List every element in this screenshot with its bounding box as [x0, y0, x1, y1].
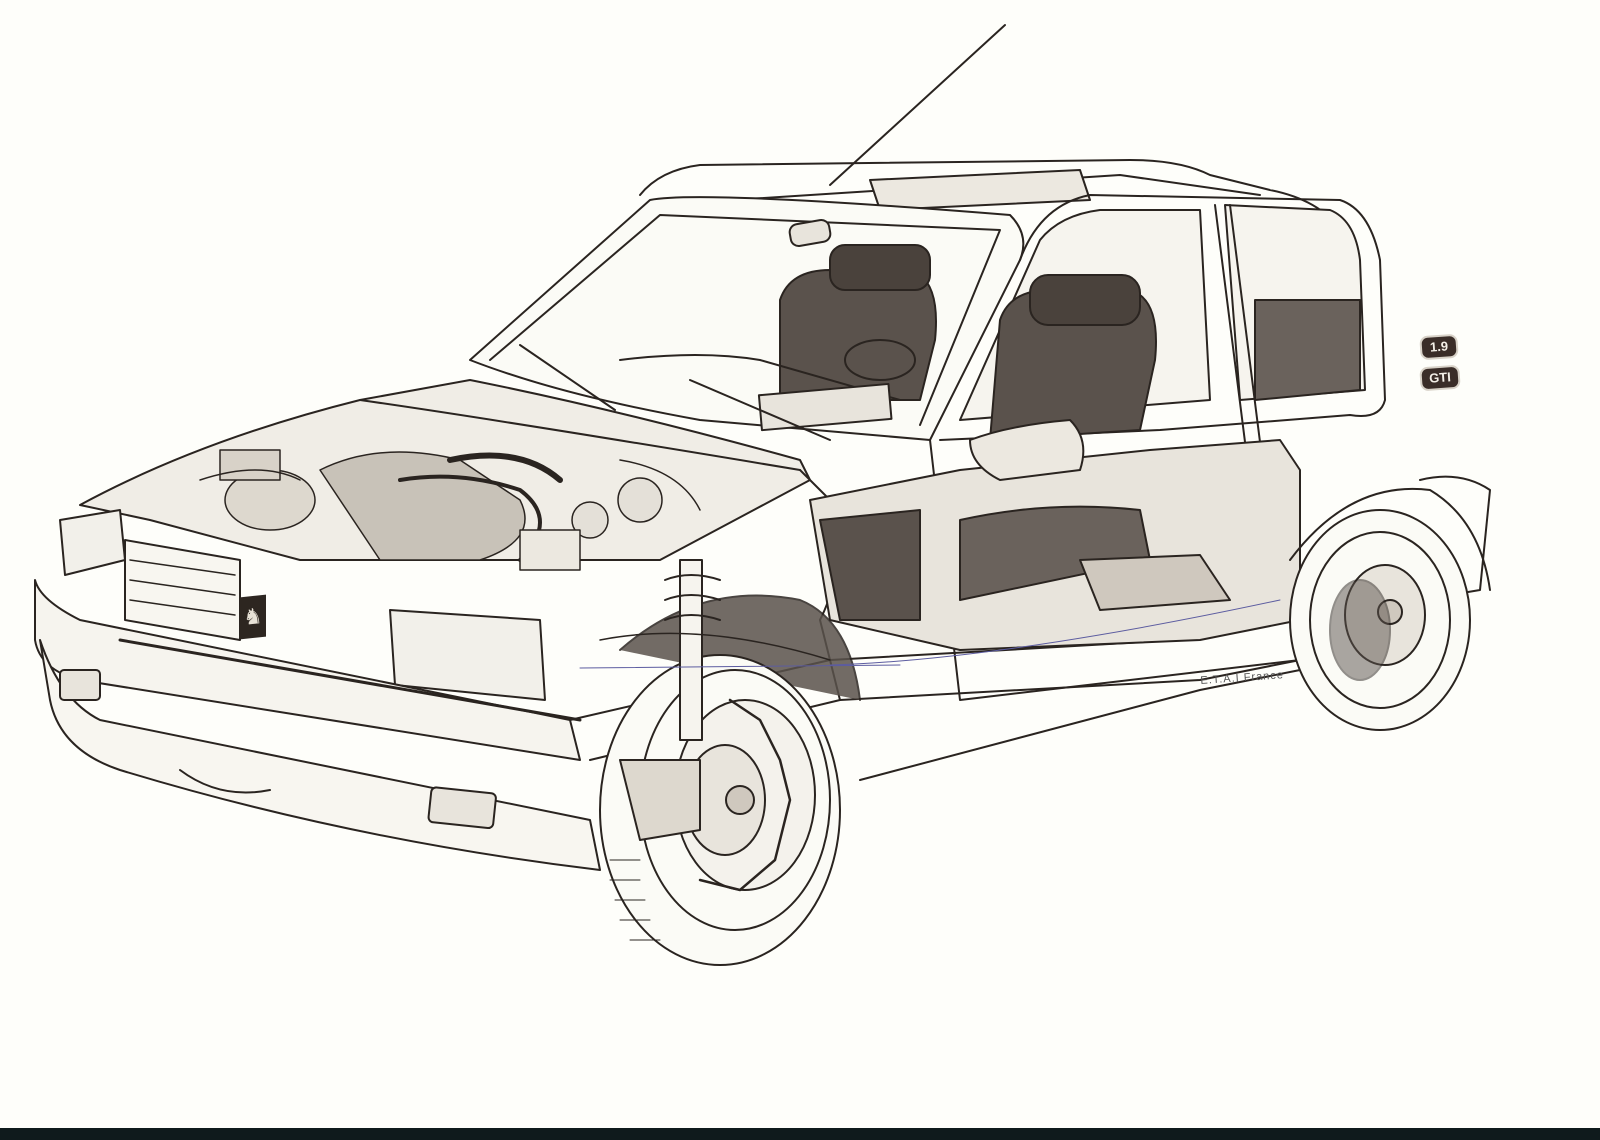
engine	[199, 449, 701, 571]
fog-light-left	[59, 669, 101, 701]
grille	[124, 539, 241, 641]
badge-engine-size: 1.9	[1419, 333, 1459, 361]
fog-light-right	[427, 786, 497, 830]
badge-gti: GTI	[1419, 364, 1461, 392]
lion-emblem-icon: ♞	[240, 594, 266, 640]
front-bumper	[34, 579, 581, 761]
antenna	[829, 24, 1006, 186]
headlight-right	[389, 609, 546, 701]
headlight-left	[59, 509, 126, 576]
bottom-border	[0, 1128, 1600, 1140]
rear-wheel	[1289, 509, 1471, 731]
roof	[639, 159, 1341, 231]
front-wheel	[599, 654, 841, 966]
side-mirror	[969, 419, 1085, 481]
front-strut	[679, 559, 703, 741]
